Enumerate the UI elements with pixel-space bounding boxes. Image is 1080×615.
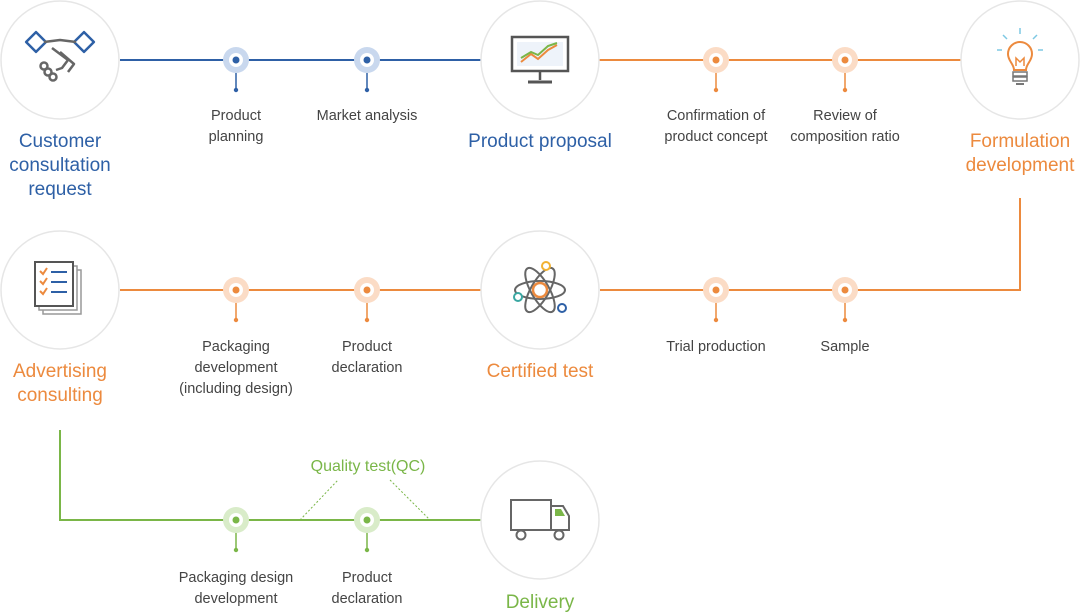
step-label-product-declaration-2: Product declaration bbox=[331, 570, 403, 607]
step-node-dot bbox=[841, 56, 849, 64]
quality-test-label: Quality test(QC) bbox=[310, 458, 426, 475]
step-node-dot bbox=[232, 516, 240, 524]
qc-pointer-line bbox=[299, 479, 339, 521]
step-label-packaging-development: Packaging development (including design) bbox=[179, 339, 293, 397]
stage-label-customer: Customer consultation request bbox=[9, 131, 111, 200]
step-node-stem-end bbox=[364, 547, 370, 553]
step-node-product-planning bbox=[223, 47, 249, 93]
step-label-review: Review of composition ratio bbox=[790, 108, 900, 145]
step-node-dot bbox=[363, 286, 371, 294]
stage-advertising bbox=[0, 230, 120, 350]
step-node-confirmation bbox=[703, 47, 729, 93]
truck-icon bbox=[510, 499, 570, 541]
qc-pointer-line bbox=[389, 479, 431, 521]
stage-label-delivery: Delivery bbox=[505, 592, 575, 613]
monitor-chart-icon bbox=[510, 35, 570, 84]
stage-label-proposal: Product proposal bbox=[468, 131, 612, 152]
stage-certified bbox=[480, 230, 600, 350]
step-node-stem-end bbox=[233, 317, 239, 323]
lightbulb-icon bbox=[997, 28, 1043, 85]
stage-formulation bbox=[960, 0, 1080, 120]
stage-label-formulation: Formulation development bbox=[965, 131, 1075, 176]
step-node-dot bbox=[712, 286, 720, 294]
step-node-stem-end bbox=[364, 317, 370, 323]
checklist-icon bbox=[34, 261, 82, 315]
handshake-icon bbox=[24, 30, 96, 82]
step-label-market-analysis: Market analysis bbox=[316, 108, 418, 124]
step-node-review bbox=[832, 47, 858, 93]
step-node-dot bbox=[232, 286, 240, 294]
step-node-stem-end bbox=[364, 87, 370, 93]
step-node-packaging-development bbox=[223, 277, 249, 323]
step-label-trial-production: Trial production bbox=[666, 339, 766, 355]
step-node-packaging-design bbox=[223, 507, 249, 553]
step-label-sample: Sample bbox=[820, 339, 870, 355]
stage-proposal bbox=[480, 0, 600, 120]
step-node-stem-end bbox=[233, 547, 239, 553]
step-node-dot bbox=[363, 56, 371, 64]
step-label-product-planning: Product planning bbox=[208, 108, 264, 145]
step-node-stem-end bbox=[713, 87, 719, 93]
step-node-dot bbox=[232, 56, 240, 64]
step-node-trial-production bbox=[703, 277, 729, 323]
step-node-product-declaration-2 bbox=[354, 507, 380, 553]
step-label-confirmation: Confirmation of product concept bbox=[664, 108, 768, 145]
connector-line bbox=[59, 430, 482, 521]
step-label-product-declaration: Product declaration bbox=[331, 339, 403, 376]
stage-delivery bbox=[480, 460, 600, 580]
atom-icon bbox=[513, 261, 567, 314]
stage-customer bbox=[0, 0, 120, 120]
step-node-dot bbox=[712, 56, 720, 64]
step-node-dot bbox=[841, 286, 849, 294]
stage-label-advertising: Advertising consulting bbox=[13, 361, 107, 406]
step-node-dot bbox=[363, 516, 371, 524]
step-node-stem-end bbox=[713, 317, 719, 323]
step-node-stem-end bbox=[842, 87, 848, 93]
connector-line bbox=[600, 198, 1021, 291]
step-label-packaging-design: Packaging design development bbox=[178, 570, 294, 607]
step-node-stem-end bbox=[842, 317, 848, 323]
step-node-sample bbox=[832, 277, 858, 323]
step-node-stem-end bbox=[233, 87, 239, 93]
stage-label-certified: Certified test bbox=[486, 361, 594, 382]
step-node-product-declaration bbox=[354, 277, 380, 323]
step-node-market-analysis bbox=[354, 47, 380, 93]
